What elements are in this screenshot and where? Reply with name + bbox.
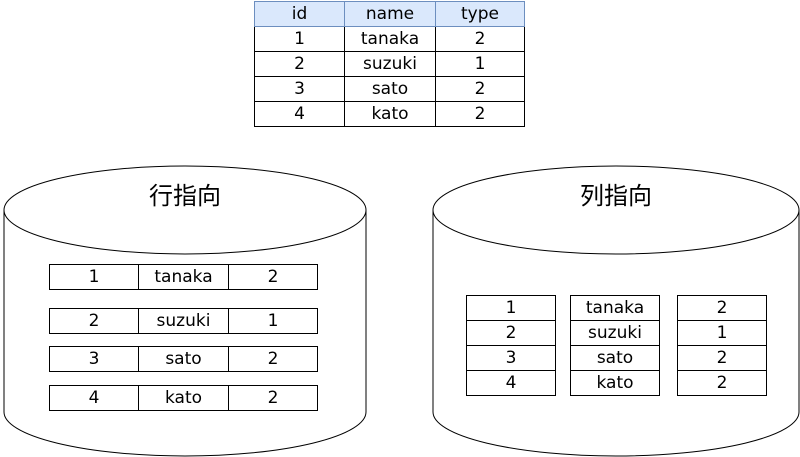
cell-name: kato	[344, 101, 436, 127]
record-type: 2	[228, 385, 318, 411]
header-id: id	[254, 1, 345, 27]
column-cell: kato	[570, 370, 660, 396]
column-cell: 3	[466, 345, 556, 371]
table-row: 3 sato 2	[254, 76, 525, 102]
column-cell: 2	[466, 320, 556, 346]
table-row: 2 suzuki 1	[254, 51, 525, 77]
table-row: 1 tanaka 2	[254, 26, 525, 52]
column-cell: 4	[466, 370, 556, 396]
record-name: kato	[138, 385, 229, 411]
record-id: 4	[49, 385, 139, 411]
record-type: 2	[228, 264, 318, 290]
column-type: 2 1 2 2	[677, 295, 767, 396]
row-store-title: 行指向	[149, 182, 221, 210]
column-cell: sato	[570, 345, 660, 371]
row-record: 3 sato 2	[49, 346, 318, 372]
record-name: suzuki	[138, 308, 229, 334]
column-cell: tanaka	[570, 295, 660, 321]
cell-id: 2	[254, 51, 345, 77]
column-cell: 1	[677, 320, 767, 346]
cell-type: 2	[435, 101, 525, 127]
column-cell: 2	[677, 345, 767, 371]
column-store-title: 列指向	[580, 182, 652, 210]
column-id: 1 2 3 4	[466, 295, 556, 396]
table-row: 4 kato 2	[254, 101, 525, 127]
column-cell: 2	[677, 295, 767, 321]
record-name: tanaka	[138, 264, 229, 290]
cell-type: 2	[435, 76, 525, 102]
cell-type: 2	[435, 26, 525, 52]
column-cell: suzuki	[570, 320, 660, 346]
column-cell: 2	[677, 370, 767, 396]
column-name: tanaka suzuki sato kato	[570, 295, 660, 396]
record-type: 1	[228, 308, 318, 334]
row-record: 2 suzuki 1	[49, 308, 318, 334]
table-header-row: id name type	[254, 1, 525, 27]
row-record: 4 kato 2	[49, 385, 318, 411]
cell-id: 1	[254, 26, 345, 52]
record-id: 1	[49, 264, 139, 290]
record-type: 2	[228, 346, 318, 372]
record-id: 2	[49, 308, 139, 334]
column-cell: 1	[466, 295, 556, 321]
cell-id: 4	[254, 101, 345, 127]
record-id: 3	[49, 346, 139, 372]
row-record: 1 tanaka 2	[49, 264, 318, 290]
source-table: id name type 1 tanaka 2 2 suzuki 1 3 sat…	[254, 1, 525, 127]
cell-id: 3	[254, 76, 345, 102]
cell-name: suzuki	[344, 51, 436, 77]
record-name: sato	[138, 346, 229, 372]
